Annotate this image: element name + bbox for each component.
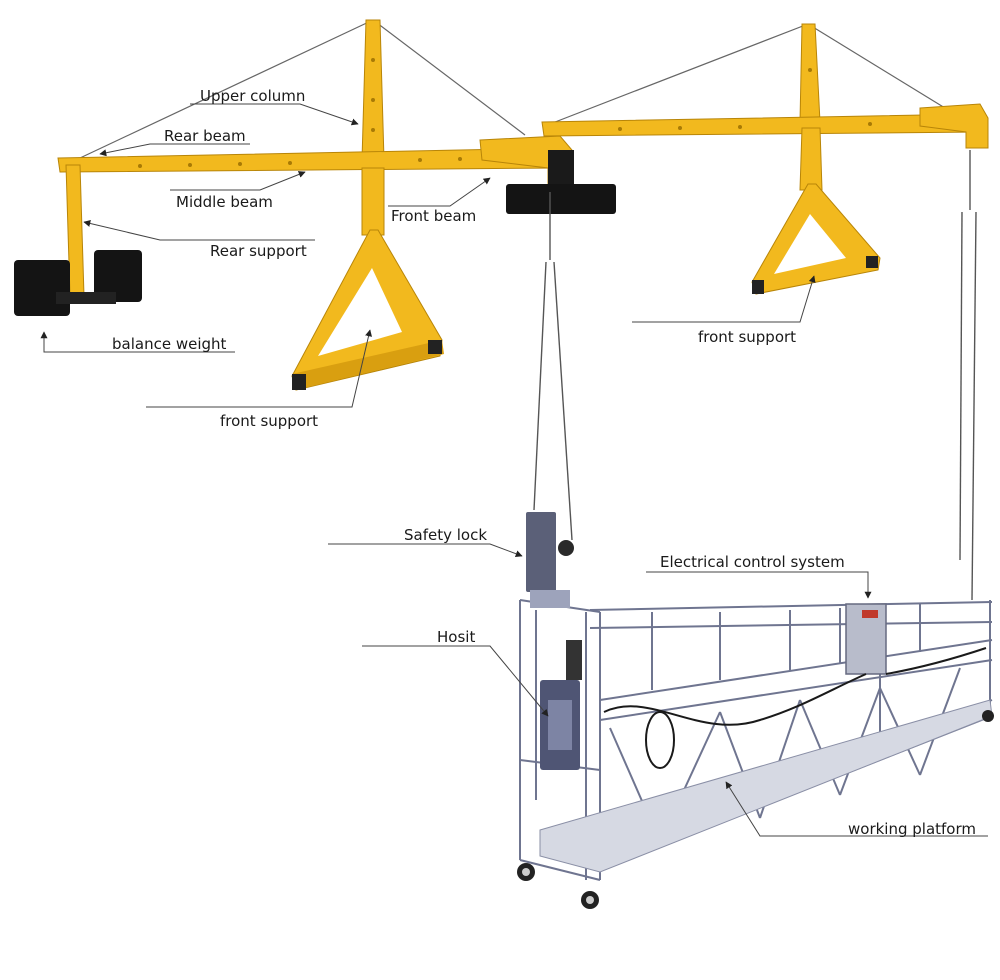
- label-balance-weight: balance weight: [112, 335, 227, 353]
- label-rear-support: Rear support: [210, 242, 307, 260]
- label-working-platform: working platform: [848, 820, 976, 838]
- label-hosit: Hosit: [437, 628, 476, 646]
- leader-front-support-right: [632, 275, 816, 323]
- leader-front-beam: [388, 177, 491, 207]
- safety-lock-unit: [526, 512, 574, 608]
- label-front-beam: Front beam: [391, 207, 477, 225]
- leader-safety-lock: [328, 543, 523, 558]
- leader-rear-beam: [99, 143, 250, 157]
- leader-balance-weight: [40, 331, 235, 353]
- power-cables: [603, 647, 987, 769]
- suspension-ropes: [533, 150, 977, 601]
- platform-wheels: [517, 710, 994, 909]
- leader-lines: [40, 103, 988, 837]
- leader-hosit: [362, 645, 549, 717]
- label-upper-column: Upper column: [200, 87, 306, 105]
- platform-floor: [539, 699, 993, 873]
- leader-front-support-left: [146, 329, 372, 408]
- left-suspension-mechanism: [57, 19, 574, 391]
- leader-working-platform: [725, 781, 988, 837]
- balance-weights: [14, 184, 616, 316]
- label-electrical-control-system: Electrical control system: [660, 553, 845, 571]
- label-safety-lock: Safety lock: [404, 526, 488, 544]
- leader-rear-support: [83, 220, 315, 241]
- leader-upper-column: [190, 103, 359, 126]
- hoist-unit: [540, 640, 582, 770]
- label-rear-beam: Rear beam: [164, 127, 246, 145]
- upper-column: [361, 19, 385, 161]
- guy-wires: [79, 19, 946, 159]
- leader-middle-beam: [170, 171, 306, 191]
- leader-electrical-control: [646, 571, 872, 599]
- label-middle-beam: Middle beam: [176, 193, 273, 211]
- right-suspension-mechanism: [541, 23, 989, 295]
- electrical-control-box: [845, 603, 887, 675]
- label-front-support-right: front support: [698, 328, 797, 346]
- label-front-support-left: front support: [220, 412, 319, 430]
